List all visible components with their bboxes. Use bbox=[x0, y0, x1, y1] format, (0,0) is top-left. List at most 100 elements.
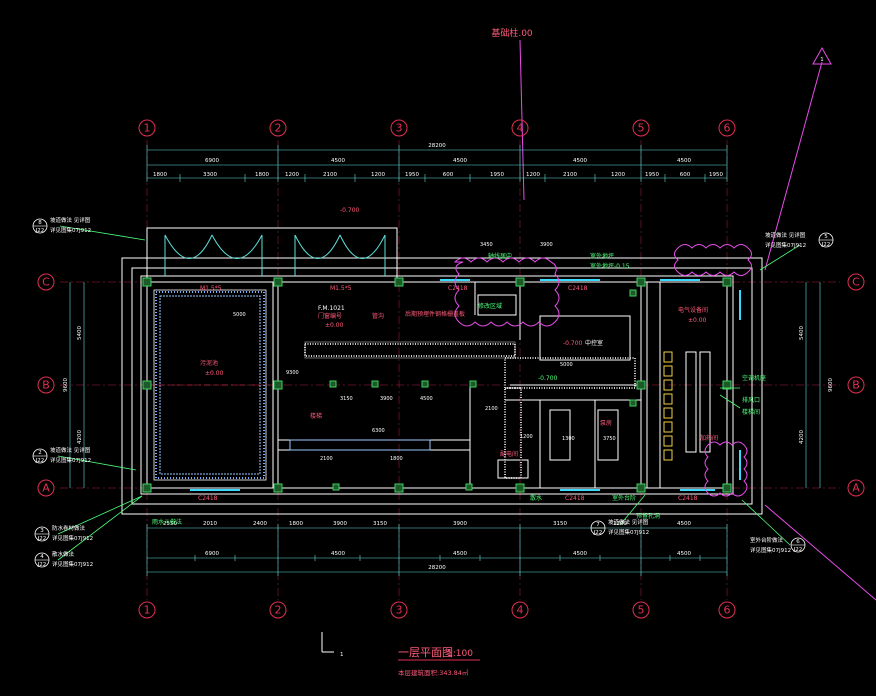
dim-right-overall: 9600 bbox=[828, 378, 834, 392]
callout-5-sub: J22 bbox=[821, 242, 831, 248]
dim-bottom-bay-2: 4500 bbox=[331, 551, 345, 557]
callout-1-sub: J22 bbox=[35, 228, 45, 234]
tag-door1: 门窗编号 bbox=[318, 312, 342, 320]
drawing-title: 一层平面图 bbox=[398, 646, 453, 659]
dim-top-sub-6: 1200 bbox=[371, 172, 385, 178]
axis-bottom-3: 3 bbox=[396, 604, 403, 617]
callout-1-ref: 详见图集07J912 bbox=[50, 226, 91, 234]
dim-top-bay-4: 4500 bbox=[573, 158, 587, 164]
axis-bubbles bbox=[37, 119, 865, 619]
note-top-1: 轴线居中 bbox=[488, 252, 512, 260]
dim-right-2: 4200 bbox=[799, 430, 805, 444]
tag-c2418-a: C2418 bbox=[198, 495, 218, 502]
tag-c2418-d: C2418 bbox=[565, 495, 585, 502]
axis-right-b: B bbox=[852, 379, 860, 392]
dim-misc-6: 6300 bbox=[372, 428, 385, 434]
dim-left-2: 4200 bbox=[77, 430, 83, 444]
callout-1-num: 8 bbox=[38, 220, 42, 226]
note-bottom-2: 散水 bbox=[530, 494, 542, 502]
tag-stair: 楼梯 bbox=[310, 412, 322, 420]
axis-left-c: C bbox=[42, 276, 50, 289]
drawing-scale: 1:100 bbox=[447, 649, 473, 659]
dim-misc-12: 2100 bbox=[485, 406, 498, 412]
dim-misc-13: 1300 bbox=[562, 436, 575, 442]
tag-trench: 后期预埋件钢格栅盖板 bbox=[405, 310, 465, 318]
axis-left-b: B bbox=[42, 379, 50, 392]
title-block bbox=[321, 632, 480, 661]
callout-5-text: 坡道做法 见详图 bbox=[765, 231, 806, 239]
dim-bottom-sub-6: 3150 bbox=[373, 521, 387, 527]
dim-overall-top: 28200 bbox=[428, 143, 446, 149]
axis-bottom-2: 2 bbox=[275, 604, 282, 617]
dim-bottom-sub-7: 3900 bbox=[453, 521, 467, 527]
dim-left-1: 5400 bbox=[77, 326, 83, 340]
dim-misc-4: 3150 bbox=[340, 396, 353, 402]
dim-top-sub-11: 2100 bbox=[563, 172, 577, 178]
callout-6-ref: 详见图集07J912 bbox=[750, 546, 791, 554]
area-note: 本层建筑面积:343.84㎡ bbox=[398, 668, 469, 677]
callout-2-text: 坡道做法 见详图 bbox=[50, 446, 91, 454]
note-right-3: 楼梯间 bbox=[742, 408, 760, 416]
dim-top-sub-10: 1200 bbox=[526, 172, 540, 178]
pipe-trench bbox=[289, 341, 636, 479]
tag-c2418-c: C2418 bbox=[568, 285, 588, 292]
dim-top-sub-13: 1950 bbox=[645, 172, 659, 178]
top-label: 基础柱.00 bbox=[491, 27, 533, 39]
callout-2-sub: J22 bbox=[35, 458, 45, 464]
dim-bottom-sub-9: 1200 bbox=[613, 521, 627, 527]
dim-top-bay-1: 6900 bbox=[205, 158, 219, 164]
axis-bottom-1: 1 bbox=[144, 604, 151, 617]
dim-misc-2: 3900 bbox=[540, 242, 553, 248]
dim-top-bay-5: 4500 bbox=[677, 158, 691, 164]
callout-6-sub: J22 bbox=[793, 547, 803, 553]
tag-fm: F.M.1021 bbox=[318, 305, 345, 312]
callout-2-num: 2 bbox=[38, 450, 42, 456]
room-pool-elev: ±0.00 bbox=[205, 370, 224, 377]
note-top-2: 室外地坪 bbox=[590, 252, 614, 260]
dim-top-bay-3: 4500 bbox=[453, 158, 467, 164]
dim-top-sub-2: 3300 bbox=[203, 172, 217, 178]
dim-misc-14: 3750 bbox=[603, 436, 616, 442]
dim-misc-5: 4500 bbox=[420, 396, 433, 402]
entrance-canopy bbox=[146, 227, 398, 283]
leader-top-right bbox=[764, 61, 823, 271]
tag-c2418-b: C2418 bbox=[448, 285, 468, 292]
leader-bottom-right bbox=[764, 504, 876, 601]
note-bottom-4: 预留孔洞 bbox=[636, 512, 660, 520]
tag-elev4: -0.700 bbox=[563, 340, 583, 347]
room-3-label: 泵房 bbox=[600, 419, 612, 427]
axis-top-4: 4 bbox=[517, 122, 524, 135]
dim-misc-11: 5000 bbox=[560, 362, 573, 368]
dim-left-overall: 9600 bbox=[63, 378, 69, 392]
dim-top-sub-9: 1950 bbox=[490, 172, 504, 178]
axis-right-a: A bbox=[852, 482, 860, 495]
callout-leaders bbox=[57, 225, 801, 561]
callout-4-ref: 详见图集07J912 bbox=[52, 560, 93, 568]
axis-right-c: C bbox=[852, 276, 860, 289]
dim-bottom-bay-5: 4500 bbox=[677, 551, 691, 557]
dim-bottom-sub-4: 1800 bbox=[289, 521, 303, 527]
tag-elev3: ±0.00 bbox=[688, 317, 707, 324]
axis-bottom-6: 6 bbox=[724, 604, 731, 617]
note-mid: -0.700 bbox=[538, 375, 558, 382]
dim-misc-8: 1800 bbox=[390, 456, 403, 462]
dim-bottom-sub-1: 2550 bbox=[163, 521, 177, 527]
note-cloud: 修改区域 bbox=[478, 302, 502, 310]
axis-top-1: 1 bbox=[144, 122, 151, 135]
callout-7-sub: J22 bbox=[593, 530, 603, 536]
dim-bottom-bay-4: 4500 bbox=[573, 551, 587, 557]
note-right-2: 排风口 bbox=[742, 396, 760, 404]
dim-overall-bottom: 28200 bbox=[428, 565, 446, 571]
equipment-cabinets bbox=[663, 351, 711, 461]
tag-elev2: -0.700 bbox=[340, 207, 360, 214]
bottom-mark: 1 bbox=[340, 652, 344, 658]
dim-bottom-sub-8: 3150 bbox=[553, 521, 567, 527]
dim-misc-7: 2100 bbox=[320, 456, 333, 462]
dim-top-sub-14: 600 bbox=[680, 172, 691, 178]
tag-ups: M1.5*5 bbox=[330, 285, 352, 292]
dim-misc-9: 5000 bbox=[233, 312, 246, 318]
axis-bottom-4: 4 bbox=[517, 604, 524, 617]
room-pool-label: 污泥池 bbox=[200, 359, 218, 367]
note-right-1: 空调机座 bbox=[742, 374, 766, 382]
